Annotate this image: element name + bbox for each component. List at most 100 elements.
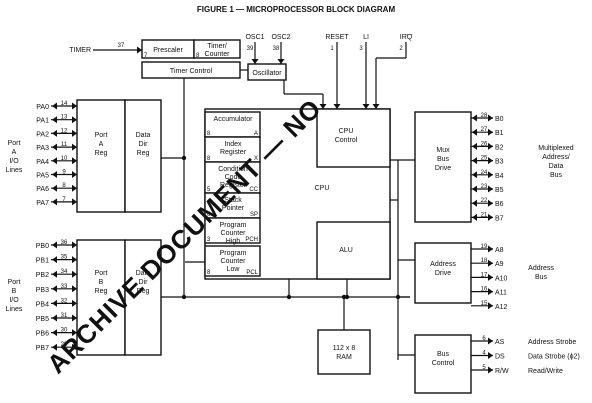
register-name: Accumulator [214, 116, 254, 123]
port-a-pin-pa6: PA6 [36, 186, 49, 193]
port-b-pin-number: 33 [61, 284, 68, 290]
arrowhead [52, 171, 57, 178]
cpu-control-block [316, 108, 391, 168]
arrowhead [72, 241, 77, 249]
bus-pin-number: 26 [481, 141, 488, 147]
port-b-pin-number: 36 [61, 240, 68, 246]
port-a-reg-label: A [99, 141, 104, 148]
port-a-ddr-block [124, 99, 162, 213]
port-b-label: Port [8, 279, 21, 286]
address-pin-a10: A10 [495, 275, 508, 282]
arrowhead [72, 256, 77, 264]
arrowhead [52, 102, 57, 110]
arrowhead [333, 104, 341, 109]
bus-pin-number: 27 [481, 127, 488, 133]
port-a-pin-pa7: PA7 [36, 200, 49, 207]
arrowhead [52, 299, 57, 307]
arrowhead [488, 352, 493, 359]
port-a-pin-pa4: PA4 [36, 159, 49, 166]
top-signal-osc1: OSC1 [245, 34, 264, 41]
port-b-label: B [12, 288, 17, 295]
arrowhead [362, 104, 370, 109]
port-b-label: I/O [9, 297, 19, 304]
port-b-pin-number: 35 [61, 255, 68, 261]
cpu-control-label: CPU [339, 128, 354, 135]
control-pin-number: 5 [482, 365, 486, 371]
port-b-ddr-label: Reg [137, 288, 150, 295]
prescaler-pin: 7 [144, 53, 148, 59]
arrowhead [52, 343, 57, 351]
register-tag: SP [250, 212, 258, 218]
junction-dot [181, 155, 187, 161]
register-name: Index [224, 141, 242, 148]
arrowhead [488, 142, 493, 150]
arrowhead [472, 213, 477, 221]
arrowhead [488, 288, 493, 296]
top-signal-reset: RESET [325, 34, 349, 41]
prescaler-label: Prescaler [153, 47, 183, 54]
arrowhead [72, 102, 77, 110]
cpu-control-label: Control [335, 137, 358, 144]
arrowhead [52, 157, 57, 165]
arrowhead [72, 299, 77, 307]
port-b-pin-pb6: PB6 [36, 331, 49, 338]
register-tag: PCH [245, 237, 258, 243]
junction-dot [341, 294, 347, 300]
alu-label: ALU [339, 247, 353, 254]
top-signal-pin: 1 [330, 46, 334, 52]
register-tag: X [254, 156, 258, 162]
bus-pin-number: 21 [481, 212, 488, 218]
register-name: Stack [224, 197, 242, 204]
port-b-ddr-block [124, 239, 162, 356]
mux-bus-label: Bus [550, 172, 563, 179]
timer-control-label: Timer Control [170, 68, 213, 75]
register-width: 6 [207, 212, 211, 218]
arrowhead [72, 129, 77, 137]
top-signal-pin: 39 [247, 46, 254, 52]
register-name: Counter [221, 230, 247, 237]
port-b-reg-label: Port [95, 270, 108, 277]
timer-counter-pin: 8 [196, 53, 200, 59]
port-a-label: Lines [6, 167, 23, 174]
ram-block [317, 329, 371, 375]
port-a-pin-number: 14 [61, 101, 68, 107]
register-name: Counter [221, 258, 247, 265]
timer-pin: 37 [118, 43, 125, 49]
port-a-pin-number: 13 [61, 115, 68, 121]
port-b-pin-pb4: PB4 [36, 301, 49, 308]
diagram-title: FIGURE 1 — MICROPROCESSOR BLOCK DIAGRAM [197, 5, 396, 14]
bus-control-label: Control [432, 360, 455, 367]
bus-pin-b0: B0 [495, 116, 504, 123]
register-name: Pointer [222, 205, 245, 212]
port-a-pin-pa1: PA1 [36, 118, 49, 125]
register-tag: PCL [246, 270, 258, 276]
arrowhead [488, 302, 493, 310]
address-pin-number: 18 [481, 258, 488, 264]
arrowhead [488, 199, 493, 207]
top-signal-osc2: OSC2 [271, 34, 290, 41]
port-a-pin-number: 11 [61, 142, 68, 148]
arrowhead [52, 143, 57, 151]
port-b-pin-pb7: PB7 [36, 345, 49, 352]
register-width: 8 [207, 270, 211, 276]
arrowhead [52, 241, 57, 249]
address-bus-label: Address [528, 265, 554, 272]
arrowhead [488, 171, 493, 179]
bus-pin-number: 22 [481, 198, 488, 204]
arrowhead [372, 104, 380, 109]
arrowhead [472, 199, 477, 207]
bus-pin-number: 23 [481, 184, 488, 190]
register-name: Program [220, 222, 247, 229]
port-a-pin-pa0: PA0 [36, 104, 49, 111]
arrowhead [472, 157, 477, 165]
register-name: Register [220, 182, 247, 189]
bus-pin-number: 28 [481, 113, 488, 119]
port-b-reg-label: B [99, 279, 104, 286]
arrowhead [72, 314, 77, 322]
arrowhead [488, 366, 493, 374]
port-b-pin-number: 29 [61, 342, 68, 348]
port-a-ddr-label: Data [136, 132, 151, 139]
port-a-pin-number: 10 [61, 156, 68, 162]
control-pin-as: AS [495, 339, 505, 346]
